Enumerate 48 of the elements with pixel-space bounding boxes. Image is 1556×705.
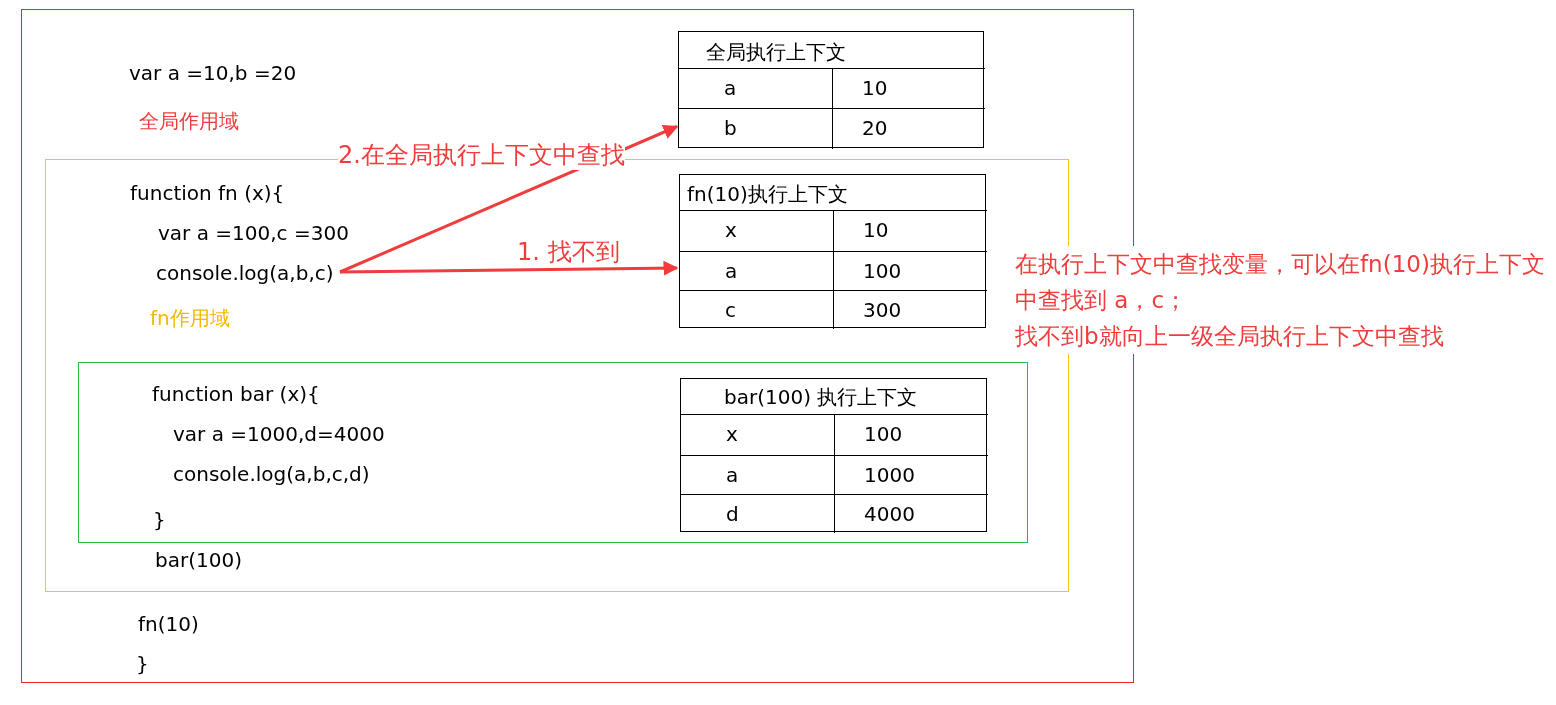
code-line: function fn (x){ (130, 180, 285, 206)
scope-label: fn作用域 (150, 305, 230, 331)
variable-name: x (725, 217, 737, 243)
table-row (680, 290, 987, 329)
scope-box (78, 362, 1028, 543)
variable-value: 10 (863, 217, 889, 243)
context-table (678, 31, 984, 148)
table-row (679, 108, 985, 149)
code-line: } (153, 507, 166, 533)
variable-name: a (724, 75, 737, 101)
table-title: 全局执行上下文 (706, 39, 846, 65)
context-table (679, 174, 986, 328)
variable-value: 100 (864, 421, 903, 447)
code-line: var a =100,c =300 (158, 220, 349, 246)
table-row (680, 210, 987, 251)
code-line: var a =1000,d=4000 (173, 421, 385, 447)
code-line: console.log(a,b,c) (156, 260, 342, 288)
variable-name: d (726, 501, 739, 527)
code-line: } (136, 651, 149, 677)
table-row (681, 414, 988, 455)
edge-label: 1. 找不到 (517, 237, 620, 267)
variable-value: 20 (862, 115, 888, 141)
table-row (681, 455, 988, 494)
variable-name: b (724, 115, 737, 141)
variable-name: x (726, 421, 738, 447)
scope-label: 全局作用域 (139, 108, 239, 134)
table-title: fn(10)执行上下文 (687, 181, 848, 207)
arrow (340, 260, 679, 276)
code-line: function bar (x){ (152, 381, 320, 407)
variable-name: a (725, 258, 738, 284)
variable-value: 10 (862, 75, 888, 101)
code-line: fn(10) (138, 611, 199, 637)
variable-value: 4000 (864, 501, 915, 527)
table-title: bar(100) 执行上下文 (724, 384, 918, 410)
context-table (680, 378, 987, 532)
variable-name: a (726, 462, 739, 488)
table-row (680, 251, 987, 291)
variable-value: 100 (863, 258, 902, 284)
variable-value: 300 (863, 297, 902, 323)
code-line: console.log(a,b,c,d) (173, 461, 370, 487)
code-line: bar(100) (155, 547, 242, 573)
edge-label: 2.在全局执行上下文中查找 (338, 140, 625, 170)
variable-value: 1000 (864, 462, 915, 488)
code-line: var a =10,b =20 (129, 60, 297, 86)
annotation-text: 在执行上下文中查找变量，可以在fn(10)执行上下文中查找到 a，c； (1015, 246, 1545, 318)
table-row (679, 68, 985, 109)
table-row (681, 494, 988, 533)
variable-name: c (725, 297, 736, 323)
